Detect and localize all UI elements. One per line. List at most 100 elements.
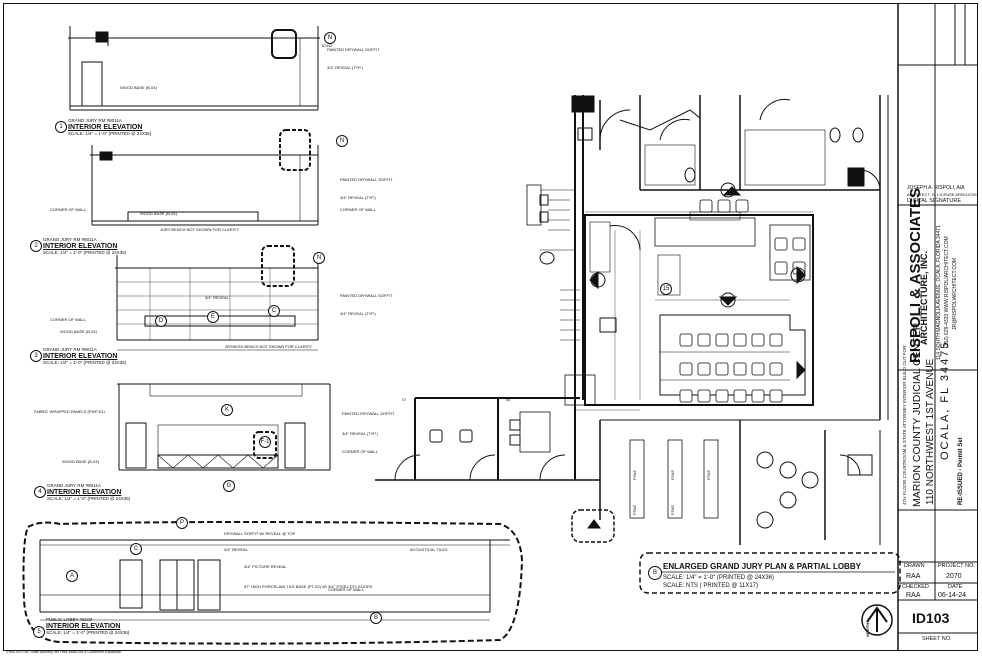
drawn-value: RAA: [906, 573, 921, 580]
section-callout-sheet: ID112: [322, 43, 333, 48]
note: PAINTED DRYWALL SOFFIT: [327, 47, 380, 52]
north-label: NORTH: [865, 622, 870, 637]
note: CORNER OF WALL: [340, 207, 376, 212]
elevation-title: INTERIOR ELEVATION: [43, 353, 118, 360]
file-path: J:\RA-2070 MC State Attorney 4th Floor B…: [6, 650, 122, 654]
drawn-label: DRAWN: [904, 563, 925, 569]
issue-status: RE-ISSUED - Permit Set: [958, 437, 964, 505]
note: CORNER OF WALL: [50, 317, 86, 322]
note: CORNER OF WALL: [342, 449, 378, 454]
section-callout[interactable]: N: [324, 32, 336, 44]
project-street: 110 NORTHWEST 1ST AVENUE: [925, 358, 936, 505]
section-callout[interactable]: P: [176, 517, 188, 529]
elevation-number: 4: [34, 486, 46, 498]
note: 57" HIGH PORCELAIN TILE BASE (PT-02) W/ …: [244, 584, 373, 589]
project-description: 4TH FLOOR COURTROOM & STATE ATTORNEY INT…: [902, 344, 907, 505]
room-name: GRAND JURY RM #8011A: [47, 483, 101, 488]
section-callout[interactable]: N: [336, 135, 348, 147]
note: WOOD BASE (B-04): [62, 459, 99, 464]
note: WOOD BASE (B-04): [140, 211, 177, 216]
elevation-number: 2: [30, 240, 42, 252]
architect-name: JOSEPH A. RISPOLI, AIA: [907, 185, 965, 191]
signature-label: DIGITAL SIGNATURE: [907, 198, 961, 204]
elevation-title: INTERIOR ELEVATION: [47, 489, 122, 496]
note: 3/4" PICTURE REVEAL: [244, 564, 287, 569]
note: 3/4" REVEAL (TYP.): [340, 311, 376, 316]
project-no-label: PROJECT NO.: [938, 563, 975, 569]
section-callout[interactable]: A: [66, 570, 78, 582]
note: JURY BENCH NOT SHOWN FOR CLARITY: [160, 227, 239, 232]
architect-license: ARCHITECT, FL LICENSE AR0014709: [907, 192, 977, 197]
elevation-3-drawing: [115, 245, 319, 351]
elevation-number: 1: [55, 121, 67, 133]
room-name: GRAND JURY RM #8011A: [43, 237, 97, 242]
note: WITNESS BENCH NOT SHOWN FOR CLARITY: [225, 344, 312, 349]
room-name: GRAND JURY RM #8011A: [68, 118, 122, 123]
sheet-number: ID103: [912, 610, 950, 626]
sheet-label: SHEET NO.: [922, 636, 952, 642]
checked-value: RAA: [906, 592, 921, 599]
section-callout[interactable]: E: [207, 311, 219, 323]
note: 3/4" REVEAL (TYP.): [340, 195, 376, 200]
fire-extinguisher-label: FFAE: [670, 469, 675, 480]
elevation-4-drawing: [117, 383, 331, 471]
firm-contact: (352) 629-4333 WWW.RISPOLIARCHITECT.COM: [944, 236, 950, 348]
note: FABRIC WRAPPED PANELS (FWP-01): [34, 409, 105, 414]
fire-extinguisher-label: FFAE: [670, 504, 675, 515]
firm-email: JR@RISPOLIARCHITECT.COM: [952, 257, 958, 330]
elevation-title: INTERIOR ELEVATION: [43, 243, 118, 250]
elevation-scale: SCALE: 1/4" = 1'-0" (PRINTED @ 24X36): [46, 630, 130, 635]
fire-extinguisher-label: FFAE: [632, 504, 637, 515]
section-callout[interactable]: B: [370, 612, 382, 624]
elevation-scale: SCALE: 1/4" = 1'-0" (PRINTED @ 24X36): [43, 250, 127, 255]
elevation-title: INTERIOR ELEVATION: [68, 124, 143, 131]
section-callout[interactable]: N: [313, 252, 325, 264]
section-callout[interactable]: D: [155, 315, 167, 327]
section-callout[interactable]: G: [223, 480, 235, 492]
section-callout[interactable]: K: [221, 404, 233, 416]
drawing-sheet: [3, 3, 978, 651]
date-value: 06-14-24: [938, 592, 967, 599]
note: PAINTED DRYWALL SOFFIT: [342, 411, 395, 416]
note: DRYWALL SOFFIT W/ REVEAL @ TOP: [224, 531, 296, 536]
checked-label: CHECKED: [902, 584, 929, 590]
elevation-scale: SCALE: 1/4" = 1'-0" (PRINTED @ 24X36): [68, 131, 152, 136]
room-tag: 15: [660, 283, 672, 295]
elevation-1-drawing: [68, 26, 320, 111]
elevation-number: 3: [30, 350, 42, 362]
note: 3/4" REVEAL (TYP.): [327, 65, 363, 70]
note: WOOD BASE (B-04): [60, 329, 97, 334]
project-name: MARION COUNTY JUDICIAL CENTER: [911, 322, 923, 507]
plan-marker: B: [648, 566, 662, 580]
room-tag: 06: [506, 397, 511, 402]
date-label: DATE: [948, 584, 963, 590]
note: 3/4" REVEAL: [224, 547, 248, 552]
elevation-scale: SCALE: 1/4" = 1'-0" (PRINTED @ 24X36): [43, 360, 127, 365]
project-no-value: 2070: [946, 573, 962, 580]
fire-extinguisher-label: FFAE: [632, 469, 637, 480]
note: WOOD BASE (B-04): [120, 85, 157, 90]
elevation-scale: SCALE: 1/4" = 1'-0" (PRINTED @ 24X36): [47, 496, 131, 501]
note: PAINTED DRYWALL SOFFIT: [340, 293, 393, 298]
room-name: GRAND JURY RM #8011A: [43, 347, 97, 352]
project-city: OCALA, FL 34475: [939, 340, 951, 460]
room-tag: 07: [402, 397, 407, 402]
title-block-lines: [897, 3, 978, 651]
note: PAINTED DRYWALL SOFFIT: [340, 177, 393, 182]
section-callout[interactable]: C: [130, 543, 142, 555]
fire-extinguisher-label: FFAE: [706, 469, 711, 480]
plan-title: ENLARGED GRAND JURY PLAN & PARTIAL LOBBY: [663, 562, 861, 571]
floor-plan: [375, 95, 901, 636]
section-callout[interactable]: C: [268, 305, 280, 317]
note: CORNER OF WALL: [328, 587, 364, 592]
room-name: PUBLIC LOBBY #8100: [46, 617, 93, 622]
note: ACOUSTICAL TILES: [410, 547, 448, 552]
plan-scale-print: SCALE: NTS ( PRINTED @ 11X17): [663, 583, 759, 589]
note: CORNER OF WALL: [50, 207, 86, 212]
note: 3/4" REVEAL (TYP.): [342, 431, 378, 436]
elevation-number: 5: [33, 626, 45, 638]
note: 3/4" REVEAL: [205, 295, 229, 300]
elevation-title: INTERIOR ELEVATION: [46, 623, 121, 630]
section-callout[interactable]: F-1: [259, 436, 271, 448]
